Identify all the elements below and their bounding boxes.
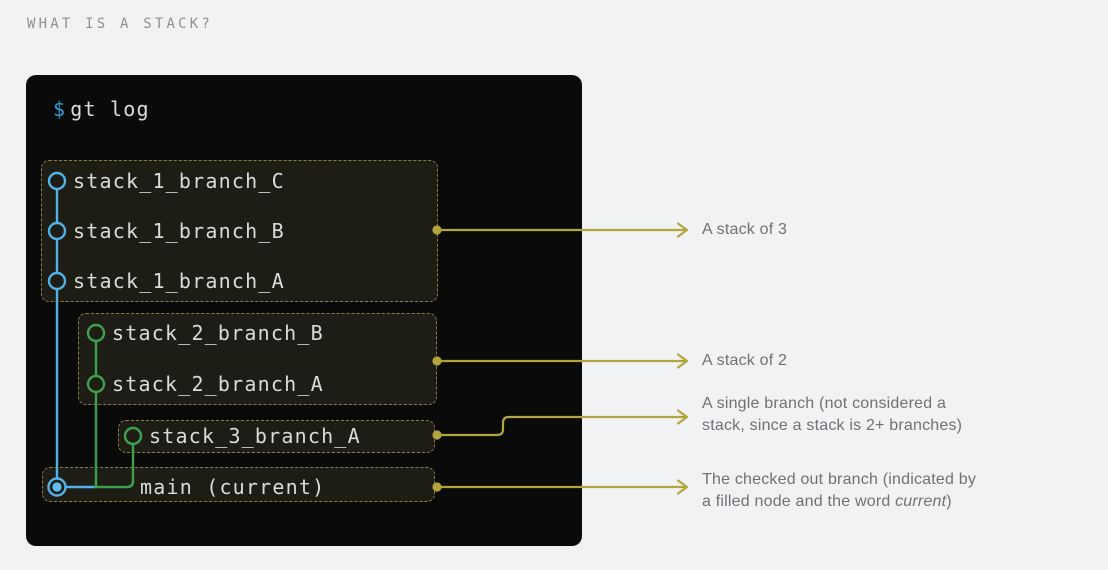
branch-label-stack-1-branch-C: stack_1_branch_C [73, 169, 285, 193]
annotation-checked-out-line-2-suffix: ) [946, 493, 952, 510]
annotation-single-branch-line-1: A single branch (not considered a [702, 395, 947, 412]
command-text: gt log [70, 97, 150, 121]
annotation-checked-out-italic-word: current [895, 493, 947, 510]
annotation-single-branch: A single branch (not considered a stack, … [702, 393, 962, 437]
terminal-prompt: $gt log [53, 96, 150, 122]
stack-2-box [78, 313, 437, 405]
annotation-stack-of-2: A stack of 2 [702, 352, 788, 369]
stack-3-box [118, 420, 435, 453]
branch-label-stack-3-branch-A: stack_3_branch_A [149, 424, 361, 448]
annotation-stack-of-3: A stack of 3 [702, 221, 788, 238]
page-title: WHAT IS A STACK? [27, 16, 214, 32]
branch-label-main-current: main (current) [140, 475, 326, 499]
branch-label-stack-2-branch-A: stack_2_branch_A [112, 372, 324, 396]
annotation-checked-out-line-2-prefix: a filled node and the word [702, 493, 896, 510]
annotation-single-branch-line-2: stack, since a stack is 2+ branches) [702, 417, 963, 434]
prompt-symbol: $ [53, 97, 67, 121]
annotation-checked-out-branch: The checked out branch (indicated by a fi… [702, 469, 976, 513]
branch-label-stack-2-branch-B: stack_2_branch_B [112, 321, 324, 345]
branch-label-stack-1-branch-A: stack_1_branch_A [73, 269, 285, 293]
stack-1-box [41, 160, 438, 302]
annotation-checked-out-line-1: The checked out branch (indicated by [702, 471, 977, 488]
branch-label-stack-1-branch-B: stack_1_branch_B [73, 219, 285, 243]
